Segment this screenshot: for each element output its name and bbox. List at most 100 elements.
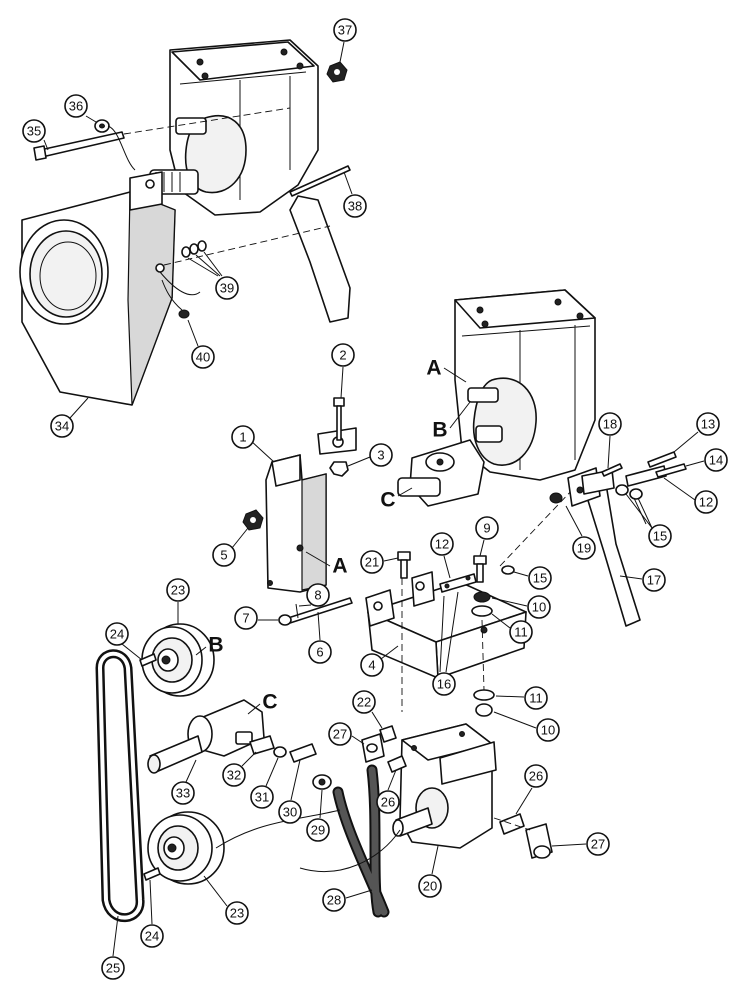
callout-15-upper: 15 <box>653 529 667 544</box>
callout-29: 29 <box>311 823 325 838</box>
bolt-9-icon <box>473 555 487 583</box>
key-24-upper-icon <box>139 653 157 667</box>
nut-3-icon <box>329 461 349 477</box>
bolt-13-icon <box>647 451 677 468</box>
callout-32: 32 <box>227 768 241 783</box>
callout-15-mid: 15 <box>533 571 547 586</box>
elbow-27-upper-icon <box>361 733 385 763</box>
fitting-22-icon <box>379 725 397 743</box>
callout-23-upper: 23 <box>171 583 185 598</box>
callout-10-upper: 10 <box>532 600 546 615</box>
nut-10-upper-icon <box>473 591 491 603</box>
ref-C-upper: C <box>380 489 395 512</box>
callout-26-lower: 26 <box>529 769 543 784</box>
callout-21: 21 <box>365 555 379 570</box>
bolt-14-icon <box>655 463 687 478</box>
ref-B-lower: B <box>208 634 223 657</box>
fitting-29-icon <box>312 774 332 790</box>
washer-7-icon <box>278 614 292 626</box>
strap-12-upper-icon <box>625 465 667 487</box>
right-angle-gearbox-20-icon <box>392 723 497 849</box>
support-bracket-1-icon <box>265 427 357 593</box>
pulley-icon <box>141 623 215 697</box>
nut-5-icon <box>242 509 264 531</box>
elbow-27-lower-icon <box>525 823 553 859</box>
callout-7: 7 <box>242 611 249 626</box>
callout-8: 8 <box>314 588 321 603</box>
callout-14: 14 <box>709 453 723 468</box>
ref-letters: A A B B C C <box>195 357 471 715</box>
bolt-21-icon <box>397 551 411 579</box>
nipple-26-lower-icon <box>499 813 525 835</box>
callout-28: 28 <box>327 893 341 908</box>
callout-24-lower: 24 <box>145 929 159 944</box>
callout-23-lower: 23 <box>230 906 244 921</box>
strap-12-lower-icon <box>439 573 477 593</box>
callout-17: 17 <box>647 573 661 588</box>
key-24-lower-icon <box>143 867 161 881</box>
callout-40: 40 <box>196 350 210 365</box>
callout-39: 39 <box>220 281 234 296</box>
nut-19-icon <box>549 492 563 504</box>
callout-36: 36 <box>69 99 83 114</box>
callout-26-upper: 26 <box>381 795 395 810</box>
callout-12-upper: 12 <box>699 495 713 510</box>
washer-11-upper-icon <box>471 605 493 617</box>
callouts: 1 2 3 4 5 6 7 8 9 10 <box>22 18 728 980</box>
ref-C-lower: C <box>262 691 277 714</box>
fitting-31-icon <box>273 746 287 758</box>
bolt-18-icon <box>601 463 623 477</box>
callout-13: 13 <box>701 417 715 432</box>
washer-15-mid-icon <box>501 565 515 575</box>
callout-10-lower: 10 <box>541 723 555 738</box>
guard-bolt-35-icon <box>33 131 125 161</box>
tension-arm-17-icon <box>567 467 641 627</box>
hydraulic-motor-33-icon <box>147 699 265 774</box>
callout-5: 5 <box>220 548 227 563</box>
v-belt-icon <box>95 649 145 923</box>
callout-11-lower: 11 <box>529 691 543 706</box>
guard-washer-36-icon <box>94 119 110 133</box>
callout-20: 20 <box>423 879 437 894</box>
callout-12-lower: 12 <box>435 537 449 552</box>
washers-39-icon <box>181 240 207 258</box>
callout-11-upper: 11 <box>514 625 528 640</box>
lower-gearbox-housing <box>454 289 596 481</box>
nut-10-lower-icon <box>475 703 493 717</box>
callout-4: 4 <box>368 658 375 673</box>
callout-31: 31 <box>255 790 269 805</box>
pulley-lower-icon <box>147 811 225 885</box>
callout-30: 30 <box>283 805 297 820</box>
callout-27-lower: 27 <box>591 837 605 852</box>
stud-38-icon <box>289 165 351 197</box>
callout-35: 35 <box>27 124 41 139</box>
callout-15-lower-group: 15 <box>633 497 647 525</box>
callout-16: 16 <box>437 677 451 692</box>
ref-A-upper: A <box>426 357 441 380</box>
guard-nut-37-icon <box>326 61 348 83</box>
callout-18: 18 <box>603 417 617 432</box>
washer-11-lower-icon <box>473 689 495 701</box>
cotter-8-icon <box>295 603 299 619</box>
nipple-26-upper-icon <box>387 755 407 773</box>
callout-2: 2 <box>339 348 346 363</box>
clip-40-icon <box>178 309 190 319</box>
upper-gearbox-housing <box>149 39 351 323</box>
callout-25: 25 <box>106 961 120 976</box>
callout-38: 38 <box>348 199 362 214</box>
callout-27-upper: 27 <box>333 727 347 742</box>
drive-coupling-icon <box>397 439 485 507</box>
bolt-2-icon <box>333 397 345 441</box>
callout-33: 33 <box>176 786 190 801</box>
callout-3: 3 <box>377 448 384 463</box>
fitting-32-icon <box>249 735 275 755</box>
callout-19: 19 <box>577 541 591 556</box>
washer-15-upper-icon <box>615 484 643 500</box>
callout-9: 9 <box>483 521 490 536</box>
callout-24-upper: 24 <box>110 627 124 642</box>
fitting-30-icon <box>289 743 317 763</box>
mounting-bracket-4-icon <box>365 571 527 679</box>
callout-6: 6 <box>316 645 323 660</box>
ref-A-lower: A <box>332 555 347 578</box>
